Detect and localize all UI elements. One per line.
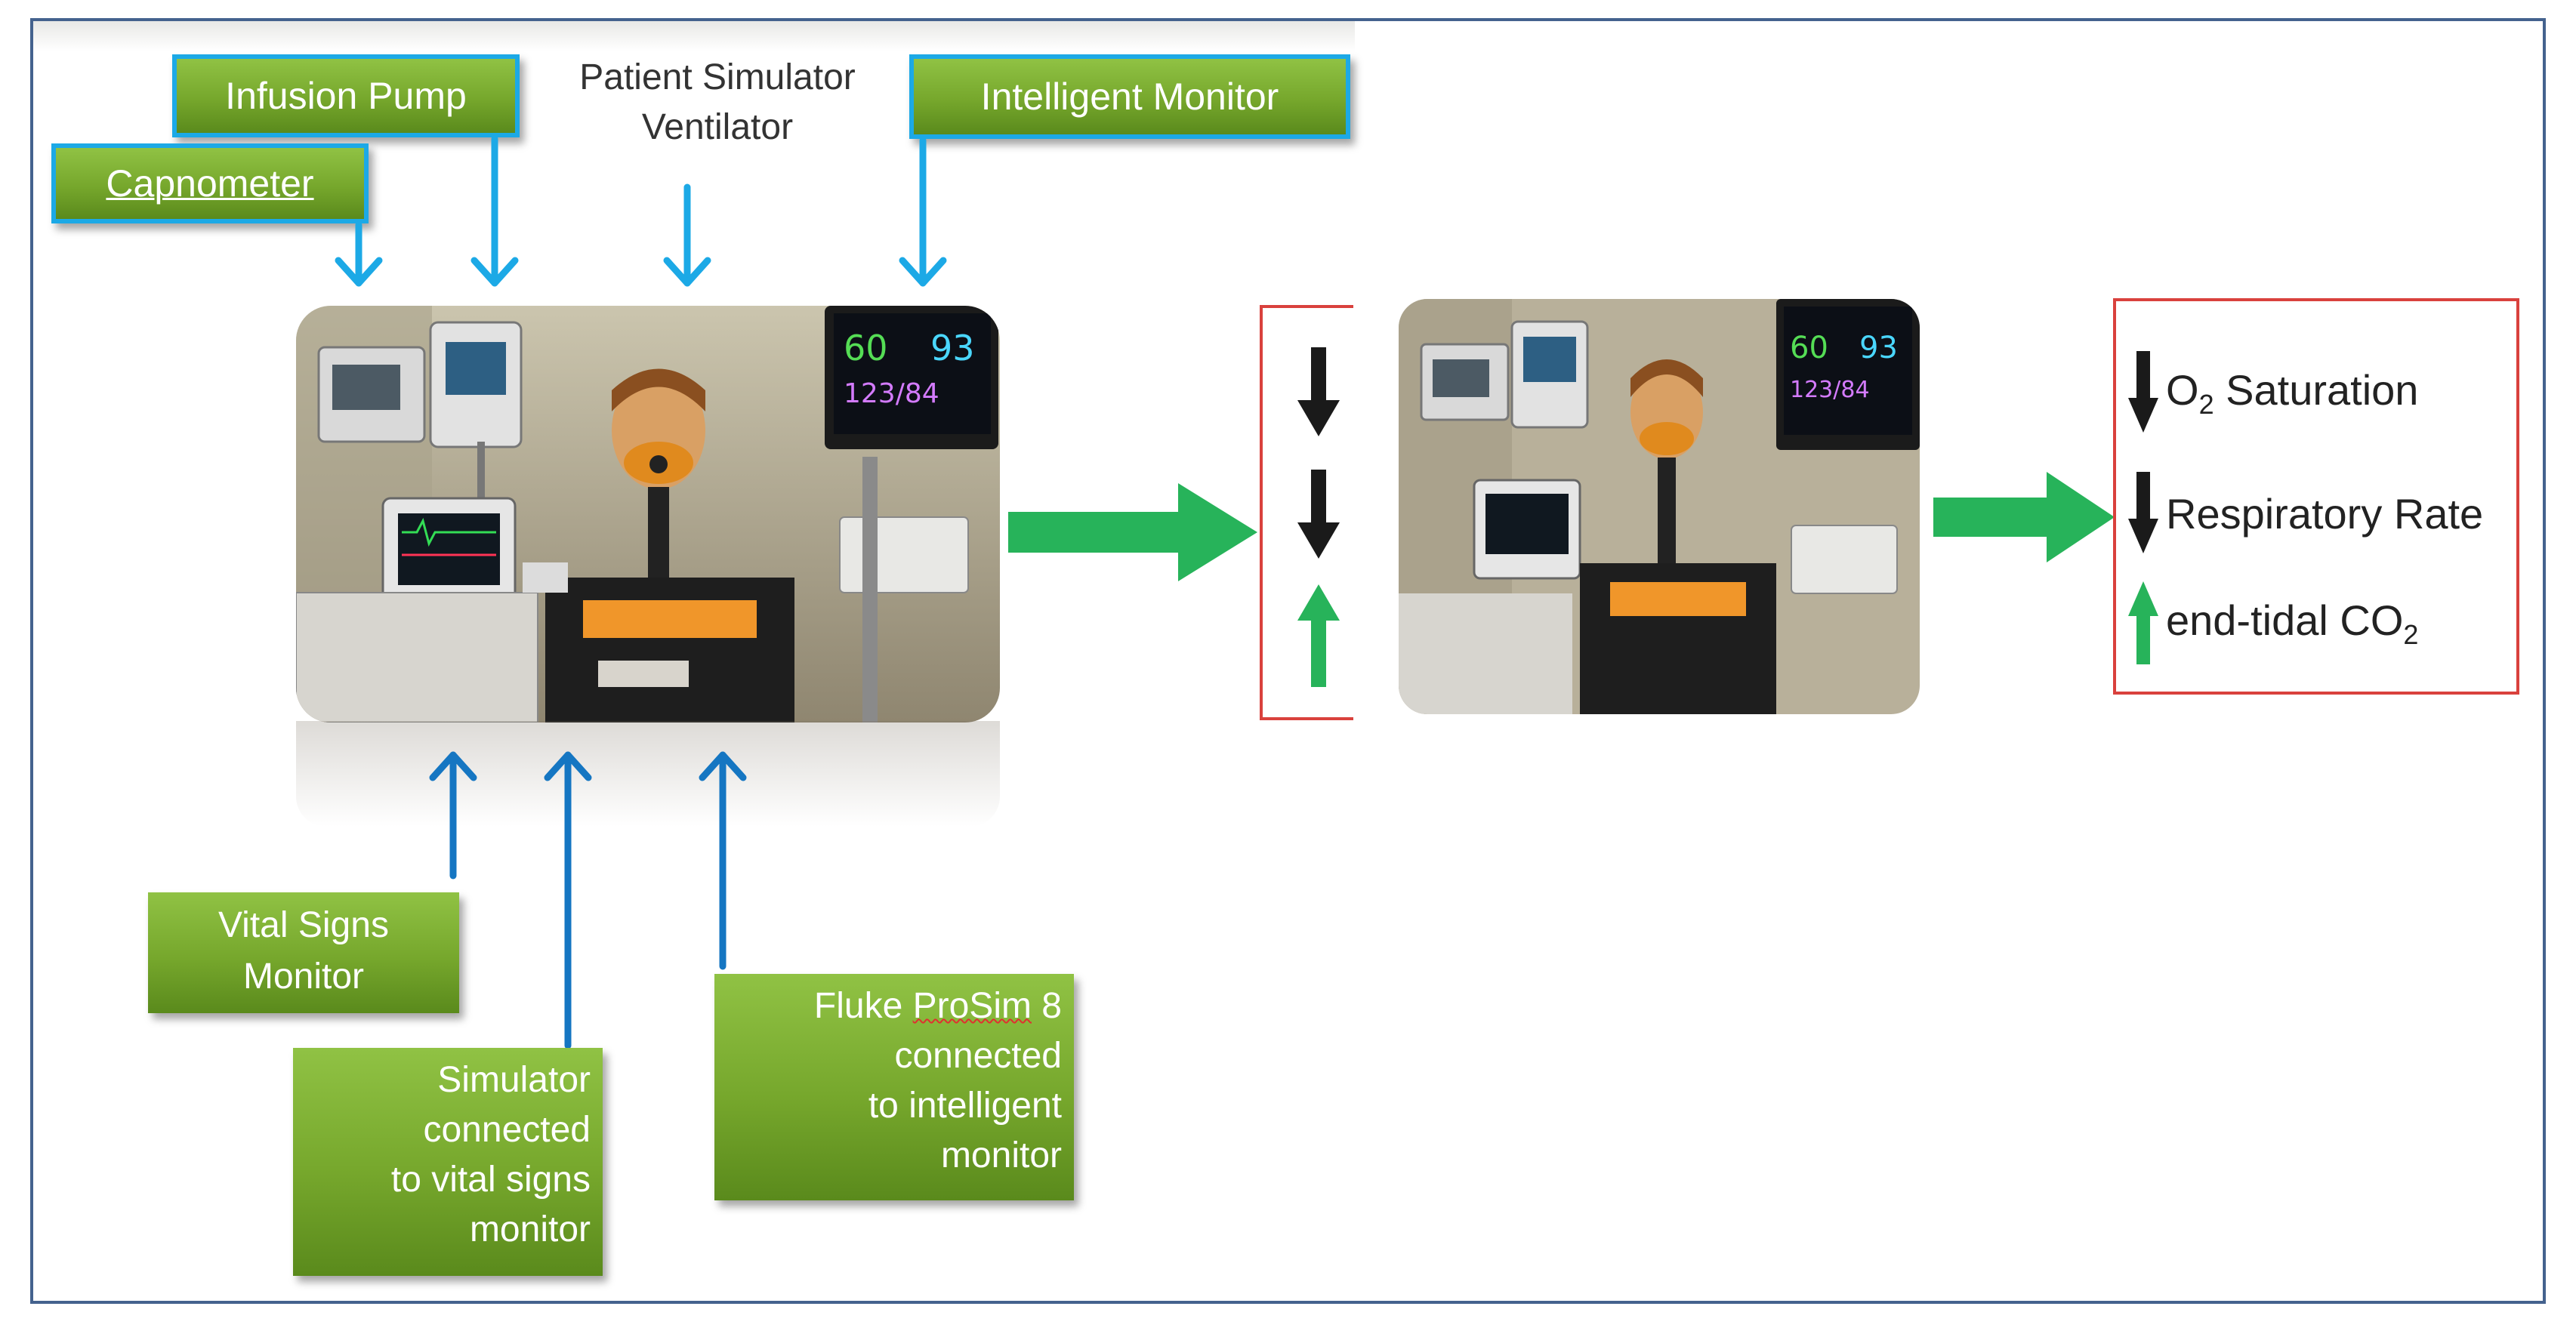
fluke-line4: monitor bbox=[940, 1135, 1062, 1175]
etco2-prefix: end-tidal CO bbox=[2166, 596, 2404, 644]
fluke-line3: to intelligent bbox=[868, 1086, 1062, 1126]
monitor2-bp-readout: 123/84 bbox=[1790, 377, 1870, 403]
up-arrow-icon bbox=[2128, 581, 2158, 664]
o2-label: O2 Saturation bbox=[2166, 365, 2418, 421]
bottom-pointer-arrows bbox=[429, 751, 747, 1049]
simulator-line3: to vital signs bbox=[390, 1160, 591, 1200]
label-patient-simulator-ventilator: Patient Simulator Ventilator bbox=[529, 53, 906, 153]
arrow-vital-signs-icon bbox=[429, 751, 477, 880]
legend-respiratory-rate: Respiratory Rate bbox=[2128, 472, 2483, 555]
top-photo-fade bbox=[33, 21, 1355, 51]
arrow-capnometer-icon bbox=[335, 221, 383, 287]
arrow-ventilator-icon bbox=[663, 183, 711, 287]
fluke-line1-a: Fluke bbox=[813, 986, 913, 1026]
arrow-simulator-icon bbox=[544, 751, 592, 1049]
etco2-sub: 2 bbox=[2403, 618, 2419, 650]
partial-down-arrow-1-icon bbox=[1297, 347, 1340, 436]
fluke-line1: Fluke ProSim 8 bbox=[727, 981, 1062, 1031]
lab-setup-photo-result: 60 93 123/84 bbox=[1399, 299, 1920, 714]
fluke-line2: connected bbox=[894, 1036, 1062, 1076]
label-simulator-connected: Simulator connected to vital signs monit… bbox=[293, 1048, 603, 1276]
label-patient-simulator-text: Patient Simulator bbox=[579, 57, 856, 97]
figure-frame bbox=[30, 18, 2546, 1304]
fluke-line1-b: ProSim bbox=[912, 986, 1032, 1026]
partial-down-arrow-2-icon bbox=[1297, 470, 1340, 559]
o2-suffix: Saturation bbox=[2214, 365, 2419, 414]
lab-setup-photo: 60 93 123/84 bbox=[296, 306, 1000, 722]
o2-sub: 2 bbox=[2198, 388, 2214, 420]
simulator-line1: Simulator bbox=[437, 1060, 591, 1100]
partial-legend-box bbox=[1260, 305, 1353, 720]
label-intelligent-monitor-text: Intelligent Monitor bbox=[980, 75, 1279, 118]
label-ventilator-text: Ventilator bbox=[641, 107, 794, 147]
legend-o2-saturation: O2 Saturation bbox=[2128, 351, 2418, 434]
vital-signs-line2: Monitor bbox=[242, 957, 365, 997]
label-capnometer-text: Capnometer bbox=[106, 162, 314, 205]
label-intelligent-monitor: Intelligent Monitor bbox=[909, 54, 1350, 139]
flow-arrow-1-icon bbox=[1008, 483, 1257, 581]
flow-arrow-2-icon bbox=[1933, 472, 2115, 562]
label-capnometer: Capnometer bbox=[51, 143, 369, 223]
simulator-line4: monitor bbox=[469, 1209, 591, 1249]
label-vital-signs-monitor: Vital Signs Monitor bbox=[148, 892, 459, 1013]
legend-box bbox=[2113, 298, 2519, 695]
fluke-line1-c: 8 bbox=[1031, 986, 1062, 1026]
photo-reflection bbox=[296, 721, 1000, 827]
arrow-intelligent-monitor-icon bbox=[899, 137, 947, 287]
vital-signs-line1: Vital Signs bbox=[218, 905, 389, 945]
down-arrow-icon bbox=[2128, 472, 2158, 553]
label-fluke-prosim: Fluke ProSim 8 connected to intelligent … bbox=[714, 974, 1074, 1200]
monitor-spo2-readout: 93 bbox=[930, 328, 975, 368]
label-infusion-pump: Infusion Pump bbox=[172, 54, 520, 137]
monitor2-hr-readout: 60 bbox=[1790, 331, 1828, 365]
partial-legend-arrows bbox=[1297, 347, 1340, 687]
resp-rate-label: Respiratory Rate bbox=[2166, 489, 2484, 538]
arrow-fluke-icon bbox=[699, 751, 747, 970]
o2-prefix: O bbox=[2166, 365, 2199, 414]
label-infusion-pump-text: Infusion Pump bbox=[225, 75, 467, 117]
monitor-bp-readout: 123/84 bbox=[844, 378, 939, 409]
etco2-label: end-tidal CO2 bbox=[2166, 596, 2418, 651]
top-pointer-arrows bbox=[335, 135, 947, 287]
partial-up-arrow-icon bbox=[1297, 584, 1340, 687]
legend-end-tidal-co2: end-tidal CO2 bbox=[2128, 581, 2418, 664]
monitor2-spo2-readout: 93 bbox=[1859, 331, 1898, 365]
simulator-line2: connected bbox=[423, 1110, 591, 1150]
monitor-hr-readout: 60 bbox=[844, 328, 888, 368]
down-arrow-icon bbox=[2128, 351, 2158, 433]
arrow-infusion-pump-icon bbox=[470, 135, 519, 287]
